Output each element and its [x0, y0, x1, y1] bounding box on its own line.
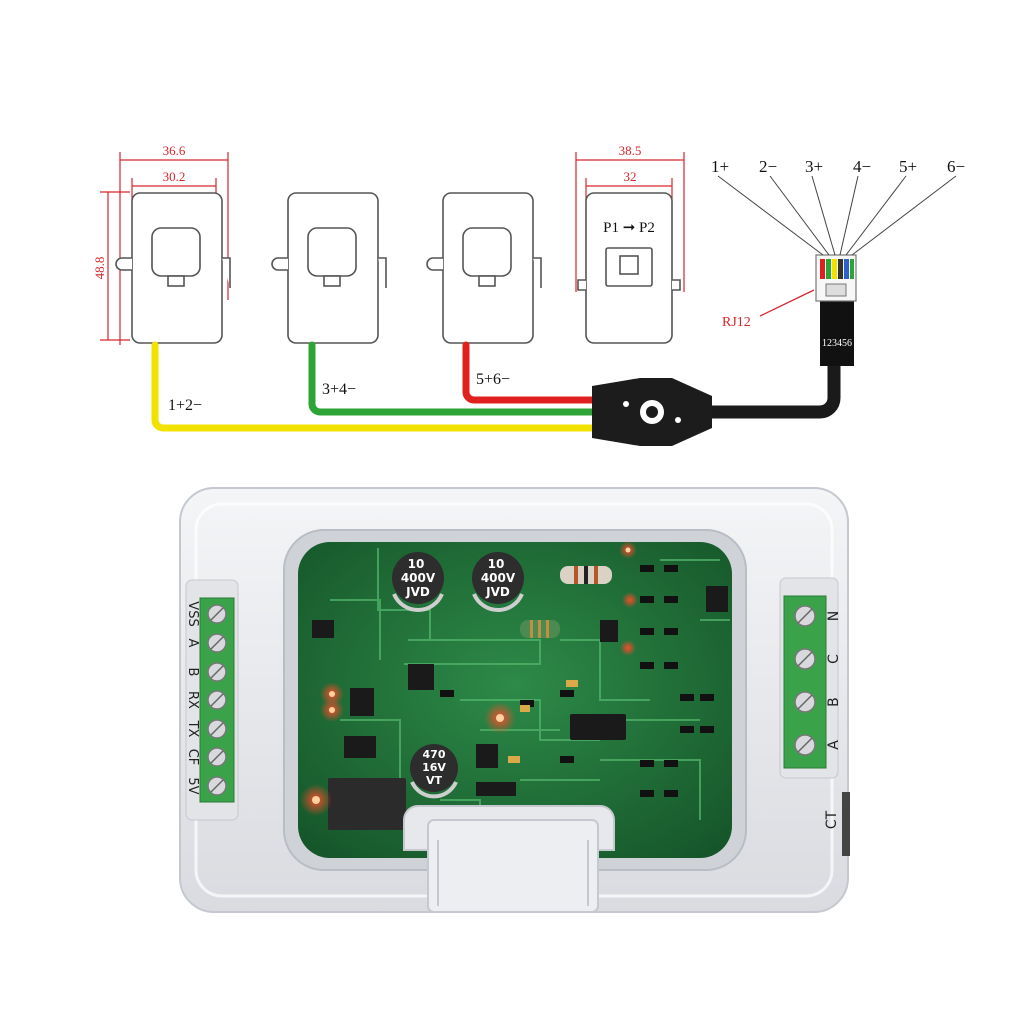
terminal-label-5v: 5V: [185, 777, 200, 794]
rj12-label: RJ12: [722, 315, 751, 330]
relay: [328, 778, 406, 830]
smd-components: [440, 565, 714, 797]
ic-chip-4: [312, 620, 334, 638]
capacitor-2-line3: JVD: [485, 585, 510, 599]
dim-inner-width: 30.2: [163, 169, 186, 184]
pin-label-5: 5+: [899, 157, 917, 176]
terminal-label-n: N: [826, 611, 842, 621]
status-leds: [300, 541, 638, 816]
terminal-label-c: C: [826, 654, 842, 664]
wire-label-green: 3+4−: [322, 381, 356, 398]
terminal-label-b-left: B: [185, 668, 200, 677]
dimension-lines-side-view: [575, 152, 685, 292]
wire-yellow: [151, 341, 604, 432]
cable-splitter: [592, 378, 712, 446]
ic-chip-main: [570, 714, 626, 740]
black-cable: [693, 353, 841, 419]
ic-chip-5: [344, 736, 376, 758]
ic-chip-3: [350, 688, 374, 716]
smd-capacitors: [508, 680, 578, 763]
bottom-clip: [427, 819, 599, 913]
rj12-pin-labels: 1+ 2− 3+ 4− 5+ 6−: [711, 157, 965, 176]
dim-side-outer: 38.5: [619, 143, 642, 158]
ct-sensor-3: [426, 192, 542, 344]
terminal-label-vss: VSS: [185, 601, 200, 626]
pin-label-2: 2−: [759, 157, 777, 176]
terminal-label-cf: CF: [185, 749, 200, 766]
capacitor-3: 470 16V VT: [410, 744, 458, 799]
ct-sensor-side-view: [577, 192, 681, 344]
pin-label-6: 6−: [947, 157, 965, 176]
capacitor-3-line1: 470: [423, 748, 446, 761]
ct-sensor-1: [115, 192, 231, 344]
ct-port-label: CT: [824, 810, 840, 829]
capacitor-1-line2: 400V: [401, 571, 436, 585]
connector-strip: [476, 782, 516, 796]
wire-label-red: 5+6−: [476, 371, 510, 388]
pcb-chips: [312, 586, 728, 796]
capacitor-3-line3: VT: [426, 774, 443, 787]
direction-label: P1 ➞ P2: [603, 220, 655, 236]
ct-port: [842, 792, 850, 856]
inductor: [520, 620, 560, 638]
right-terminal-block: [783, 595, 827, 769]
pin-label-4: 4−: [853, 157, 871, 176]
capacitor-1-line3: JVD: [405, 585, 430, 599]
ic-chip-8: [600, 620, 618, 642]
capacitor-2: 10 400V JVD: [472, 552, 524, 612]
capacitor-1-line1: 10: [408, 557, 425, 571]
left-terminal-block: [199, 597, 235, 803]
ic-chip-7: [476, 744, 498, 768]
pcb-traces: [330, 548, 730, 840]
ct-sensor-2: [271, 192, 387, 344]
capacitor-2-line1: 10: [488, 557, 505, 571]
right-terminal-labels: N C B A: [826, 611, 842, 750]
ct-sensor-group: 36.6 30.2 48.8 16: [92, 143, 685, 345]
wire-harness: [151, 341, 841, 432]
ic-chip-2: [408, 664, 434, 690]
capacitor-2-line2: 400V: [481, 571, 516, 585]
dim-height: 48.8: [92, 257, 107, 280]
terminal-label-tx: TX: [185, 720, 200, 738]
wire-red: [462, 341, 604, 404]
pin-label-3: 3+: [805, 157, 823, 176]
capacitor-3-line2: 16V: [422, 761, 446, 774]
terminal-label-rx: RX: [185, 691, 200, 709]
wire-label-yellow: 1+2−: [168, 397, 202, 414]
terminal-label-b-right: B: [826, 697, 842, 707]
terminal-label-a-left: A: [185, 639, 200, 648]
wire-green: [308, 341, 604, 416]
ic-chip-6: [706, 586, 728, 612]
resistor: [560, 566, 612, 584]
rj12-connector: [717, 175, 957, 366]
dim-side-inner: 32: [624, 169, 637, 184]
dim-outer-width: 36.6: [163, 143, 186, 158]
energy-meter-module: 10 400V JVD 10 400V JVD 470 16V VT: [179, 487, 850, 913]
capacitor-1: 10 400V JVD: [392, 552, 444, 612]
left-terminal-labels: VSS A B RX TX CF 5V: [185, 601, 200, 794]
terminal-label-a-right: A: [826, 740, 842, 750]
pin-label-1: 1+: [711, 157, 729, 176]
rj12-pin-numbers: 123456: [822, 338, 852, 349]
